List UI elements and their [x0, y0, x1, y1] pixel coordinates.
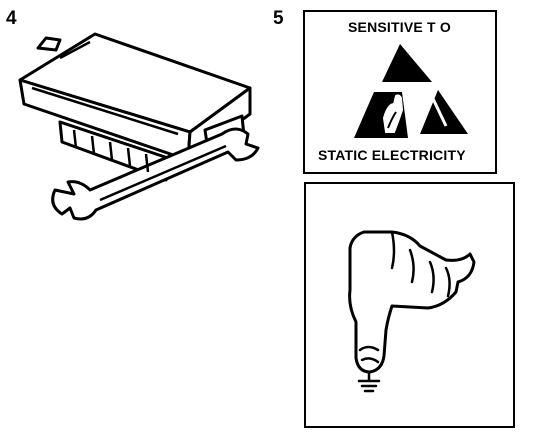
static-warning-label	[303, 10, 497, 174]
figure-5-number: 5	[273, 8, 284, 29]
warning-label-top-text: SENSITIVE T O	[348, 19, 451, 35]
control-module-with-wrench-icon	[18, 32, 260, 221]
warning-label-bottom-text: STATIC ELECTRICITY	[318, 147, 466, 163]
grounding-panel	[304, 182, 515, 428]
figure-4-number: 4	[6, 8, 17, 29]
